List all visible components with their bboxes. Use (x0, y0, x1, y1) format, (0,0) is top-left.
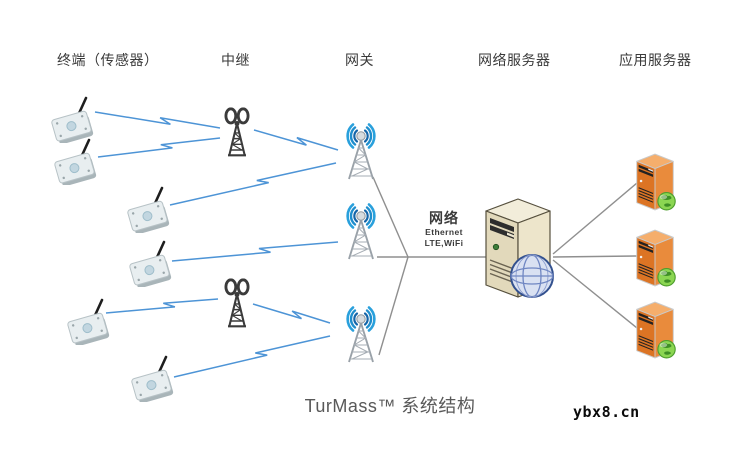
sensor1-to-relay1-bolt (94, 111, 221, 129)
network-link-ethernet-text: Ethernet (425, 227, 463, 237)
relay1-to-gateway1-bolt (253, 129, 339, 151)
network-link-lte-wifi-text: LTE,WiFi (424, 238, 464, 248)
gateway-antenna-icon (332, 305, 390, 367)
gateway1-to-junction (372, 176, 409, 258)
sensor-icon (131, 354, 179, 402)
column-header-app-server: 应用服务器 (619, 52, 692, 68)
sensor-icon (67, 297, 115, 345)
sensor-icon (54, 137, 102, 185)
sensor-node-6 (131, 354, 179, 402)
server-to-app3 (552, 259, 638, 329)
app-server-icon (630, 299, 680, 361)
server-to-app2 (552, 255, 638, 258)
app-server-icon (630, 227, 680, 289)
gateway-node-3 (332, 305, 390, 367)
relay-tower-icon (219, 278, 255, 328)
column-header-gateway: 网关 (345, 52, 374, 68)
relay-node-2 (219, 278, 255, 328)
gateway-node-2 (332, 202, 390, 264)
sensor-node-1 (51, 95, 99, 143)
gateway-antenna-icon (332, 122, 390, 184)
relay-node-1 (219, 107, 255, 157)
watermark: ybx8.cn (573, 403, 640, 421)
network-server-node (472, 194, 562, 304)
network-server-icon (472, 194, 562, 304)
sensor4-to-gateway2-bolt (171, 241, 339, 262)
gateway-antenna-icon (332, 202, 390, 264)
column-header-relay: 中继 (221, 52, 250, 68)
network-link-title: 网络 (429, 210, 459, 226)
app-server-node-2 (630, 227, 680, 289)
column-header-net-server: 网络服务器 (478, 52, 551, 68)
sensor2-to-relay1-bolt (97, 137, 221, 158)
gateway-node-1 (332, 122, 390, 184)
app-server-node-1 (630, 151, 680, 213)
sensor-icon (51, 95, 99, 143)
sensor-icon (127, 185, 175, 233)
app-server-icon (630, 151, 680, 213)
gateway3-to-junction (378, 256, 409, 356)
sensor-node-3 (127, 185, 175, 233)
relay2-to-gateway3-bolt (252, 303, 331, 324)
server-to-app1 (552, 182, 638, 255)
sensor6-to-gateway3-bolt (173, 335, 331, 378)
sensor-node-2 (54, 137, 102, 185)
column-header-terminals: 终端（传感器） (57, 52, 159, 68)
sensor-icon (129, 239, 177, 287)
relay-tower-icon (219, 107, 255, 157)
sensor5-to-relay2-bolt (105, 298, 219, 314)
app-server-node-3 (630, 299, 680, 361)
sensor-node-5 (67, 297, 115, 345)
sensor-node-4 (129, 239, 177, 287)
sensor3-to-gateway1-bolt (169, 162, 337, 206)
network-link-label: 网络 Ethernet LTE,WiFi (404, 209, 484, 249)
diagram-caption: TurMass™ 系统结构 (304, 396, 476, 416)
